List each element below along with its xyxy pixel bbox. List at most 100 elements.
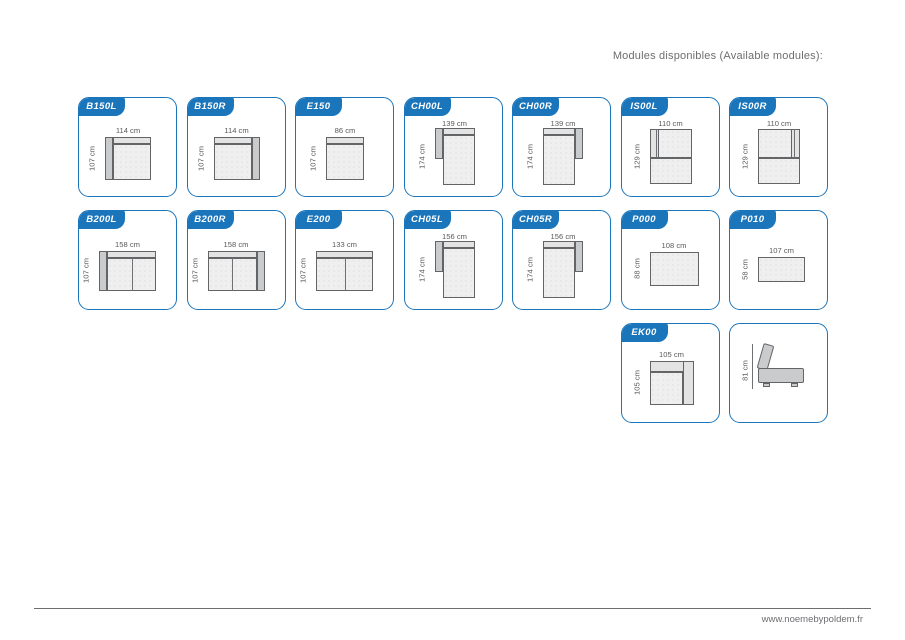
module-drawing <box>543 128 583 185</box>
module-drawing <box>649 361 694 405</box>
height-dimension: 107 cm <box>87 145 97 171</box>
module-drawing-area: 81 cm <box>730 330 827 422</box>
seat-cushion <box>649 372 683 405</box>
backrest <box>207 251 257 258</box>
seat-cushion-lower <box>649 158 692 184</box>
module-code-tab: EK00 <box>621 324 668 342</box>
backrest <box>442 241 475 248</box>
module-card-side-view[interactable]: 81 cm <box>729 323 828 423</box>
armrest <box>434 241 443 272</box>
width-dimension: 156 cm <box>442 232 467 241</box>
module-code-tab: B150L <box>79 98 125 116</box>
page-title: Modules disponibles (Available modules): <box>612 50 823 62</box>
module-code-tab: E150 <box>296 98 342 116</box>
backrest-line <box>655 129 657 158</box>
module-slot: 81 cm <box>729 323 838 427</box>
height-dimension: 58 cm <box>740 258 750 280</box>
module-drawing-area: 110 cm 129 cm <box>622 117 719 196</box>
back-cushion-side <box>756 342 775 372</box>
footer-divider <box>34 608 871 610</box>
module-code-label: P000 <box>632 213 656 225</box>
seat-cushion <box>543 135 575 185</box>
module-code-tab: B200L <box>79 211 125 229</box>
module-drawing <box>434 128 475 185</box>
seat-divider <box>344 258 346 291</box>
height-dimension: 88 cm <box>632 258 641 279</box>
module-drawing <box>649 252 699 286</box>
module-code-label: B200R <box>194 213 226 225</box>
backrest <box>649 129 659 158</box>
height-dimension: 105 cm <box>632 370 641 395</box>
armrest <box>251 137 260 180</box>
backrest <box>543 241 575 248</box>
seat-cushion <box>213 144 252 180</box>
width-dimension: 110 cm <box>658 119 683 128</box>
height-dimension: 129 cm <box>740 143 750 169</box>
module-slot: EK00 105 cm 105 cm <box>620 323 730 427</box>
width-dimension: 139 cm <box>550 119 576 128</box>
width-dimension: 133 cm <box>332 240 357 249</box>
module-code-label: B150L <box>86 100 117 112</box>
armrest <box>99 251 107 291</box>
height-dimension: 174 cm <box>417 256 426 282</box>
backrest <box>316 251 373 258</box>
width-dimension: 105 cm <box>659 350 684 359</box>
width-dimension: 114 cm <box>224 126 249 135</box>
backrest-right <box>682 361 694 405</box>
height-leader-line <box>752 344 753 389</box>
height-dimension: 107 cm <box>298 258 308 283</box>
footer-url: www.noemebypoldem.fr <box>761 614 863 625</box>
module-drawing <box>105 137 151 180</box>
module-drawing <box>758 129 800 184</box>
module-card-ek00[interactable]: EK00 105 cm 105 cm <box>620 323 720 423</box>
module-code-tab: CH05R <box>513 211 560 229</box>
backrest <box>107 251 156 258</box>
seat-cushion <box>113 144 151 180</box>
module-drawing-area: 156 cm 174 cm <box>405 230 502 309</box>
armrest <box>434 128 443 159</box>
module-drawing-area: 139 cm 174 cm <box>513 117 610 196</box>
width-dimension: 86 cm <box>334 126 356 135</box>
armrest <box>256 251 265 291</box>
backrest <box>791 129 800 158</box>
module-code-label: IS00L <box>630 100 658 112</box>
backrest <box>543 128 575 135</box>
height-dimension: 107 cm <box>81 258 91 283</box>
module-code-tab: P010 <box>730 211 776 229</box>
seat-cushion <box>442 135 475 185</box>
height-dimension: 129 cm <box>632 143 641 169</box>
module-code-tab: IS00L <box>621 98 668 116</box>
width-dimension: 139 cm <box>442 119 467 128</box>
height-dimension: 174 cm <box>525 143 535 169</box>
module-code-label: B200L <box>86 213 117 225</box>
